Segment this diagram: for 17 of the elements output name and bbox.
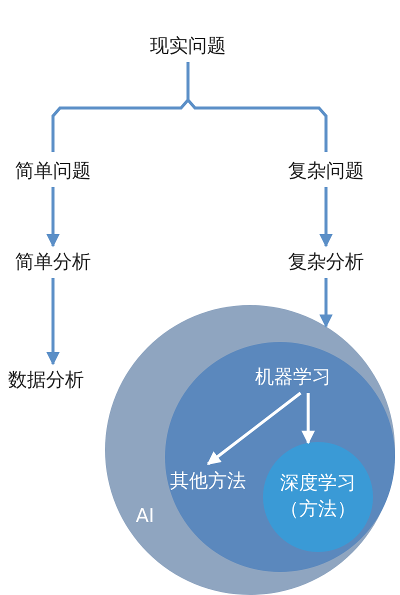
arrow — [46, 278, 60, 366]
node-label: 简单分析 — [15, 249, 91, 275]
node-label: 复杂分析 — [288, 249, 364, 275]
arrow — [46, 187, 60, 248]
arrow — [301, 393, 315, 444]
node-label: 数据分析 — [8, 367, 84, 393]
arrow — [206, 392, 302, 466]
node-label: 复杂问题 — [288, 158, 364, 184]
node-label: 其他方法 — [170, 468, 246, 494]
circle-label: 深度学习（方法） — [279, 471, 357, 522]
arrow — [319, 187, 333, 248]
circle-label: AI — [134, 505, 156, 527]
node-label: 简单问题 — [15, 158, 91, 184]
node-label: 机器学习 — [255, 364, 331, 390]
arrow — [319, 278, 333, 328]
node-label: 现实问题 — [150, 33, 226, 59]
connector-line — [186, 62, 328, 152]
